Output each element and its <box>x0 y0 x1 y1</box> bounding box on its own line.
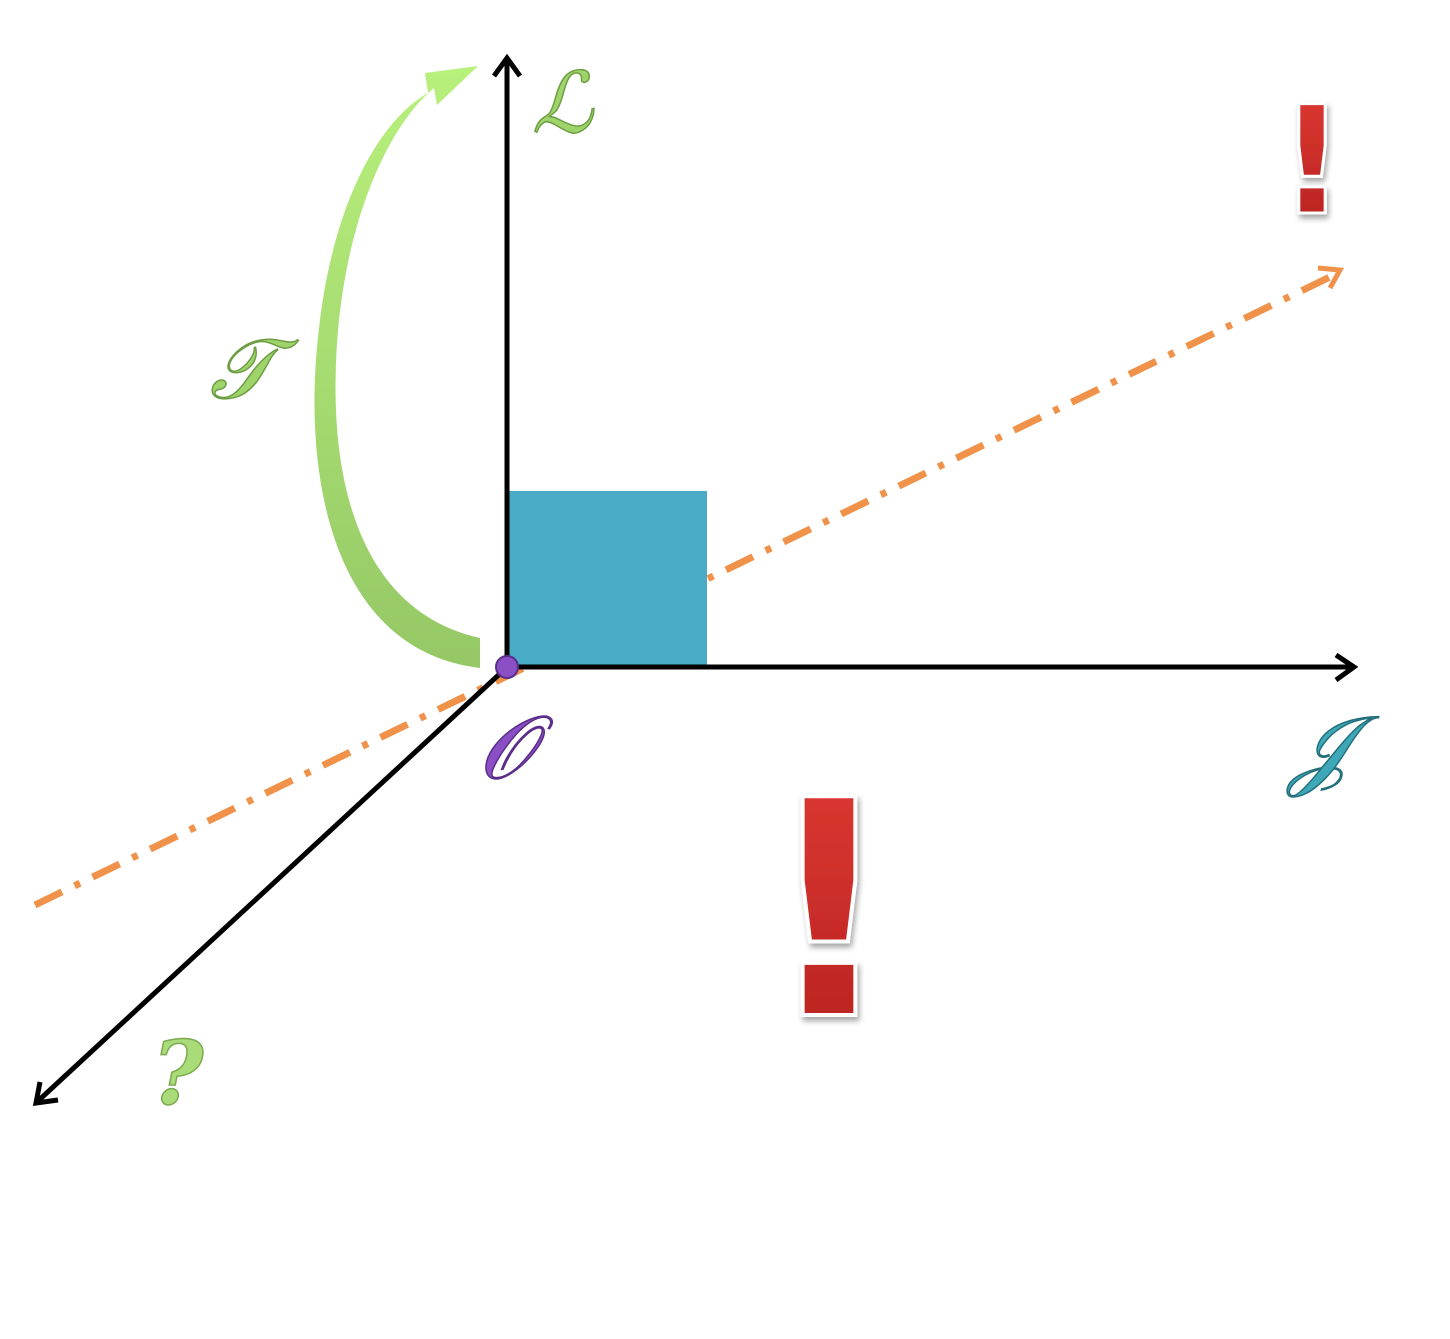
horizontal-axis-arrowhead <box>1334 652 1359 683</box>
blue-square <box>506 491 707 669</box>
depth-axis <box>32 667 507 1106</box>
vertical-axis-arrowhead <box>491 53 523 78</box>
vertical-axis <box>491 53 523 667</box>
rotation-arrow <box>314 66 480 668</box>
exclamation-small: ! <box>1278 75 1346 249</box>
dash-dot-arrowhead <box>1317 265 1345 290</box>
exclamation-large: ! <box>761 737 898 1086</box>
horizontal-axis <box>505 652 1359 683</box>
origin-dot <box>495 655 519 679</box>
rotation-label: 𝒯 <box>210 320 299 418</box>
depth-axis-label: ? <box>152 1021 205 1125</box>
depth-axis-arrowhead <box>32 1081 59 1106</box>
vertical-axis-label: ℒ <box>532 54 594 152</box>
horizontal-axis-label: 𝒥 <box>1286 696 1379 799</box>
origin-label: 𝒪 <box>478 696 553 799</box>
